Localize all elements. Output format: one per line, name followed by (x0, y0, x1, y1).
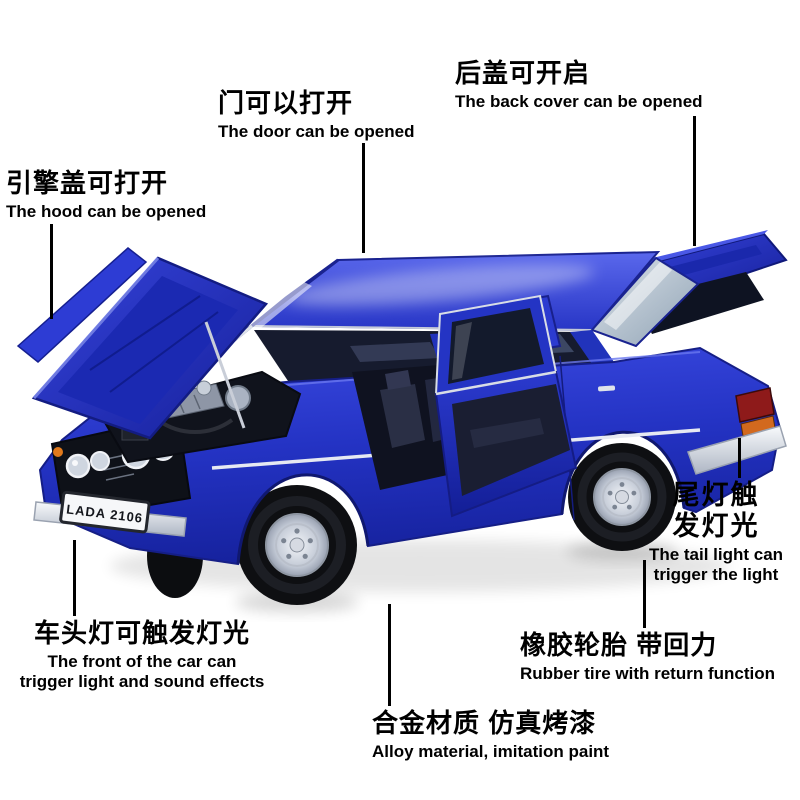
callout-material-zh: 合金材质 仿真烤漆 (372, 708, 597, 738)
engine-carburetor (196, 380, 212, 396)
callout-trunk-en: The back cover can be opened (455, 91, 703, 111)
callout-hood-en: The hood can be opened (6, 201, 207, 221)
front-seat (380, 384, 425, 448)
rear-bumper (687, 425, 787, 475)
callout-tail-line (738, 438, 741, 478)
callout-tail-en-1: The tail light can (648, 545, 784, 565)
callout-tail: 尾灯触 发灯光 The tail light can trigger the l… (640, 480, 792, 585)
open-door-armrest (470, 418, 544, 448)
callout-door-line (362, 143, 365, 253)
callout-front: 车头灯可触发灯光 The front of the car can trigge… (14, 618, 270, 692)
rear-window (590, 256, 700, 348)
c-pillar (570, 330, 614, 364)
hood-prop-rod (204, 321, 246, 429)
callout-trunk: 后盖可开启 The back cover can be opened (455, 58, 703, 112)
front-wheel-bolts (281, 528, 313, 559)
license-plate: LADA 2106 (59, 490, 151, 534)
callout-tire-line (643, 560, 646, 628)
callout-door-en: The door can be opened (218, 121, 415, 141)
callout-tail-en-2: trigger the light (653, 565, 779, 585)
callout-tire-en: Rubber tire with return function (520, 663, 775, 683)
callout-hood-zh: 引擎盖可打开 (6, 168, 169, 198)
seat-headrest (385, 370, 411, 390)
callout-trunk-zh: 后盖可开启 (455, 58, 591, 88)
callout-hood: 引擎盖可打开 The hood can be opened (6, 168, 206, 222)
callout-front-zh: 车头灯可触发灯光 (33, 618, 250, 648)
headlight-far-pair (65, 451, 110, 479)
open-door-glass (448, 308, 544, 384)
callout-tire-zh: 橡胶轮胎 带回力 (520, 630, 718, 660)
tail-light (735, 387, 776, 437)
rear-hub-cap (615, 490, 629, 504)
front-wheel (237, 485, 357, 605)
hood-inner-panel (58, 276, 238, 424)
turn-signal-far (53, 447, 63, 457)
callout-front-en-2: trigger light and sound effects (19, 671, 265, 691)
callout-front-line (73, 540, 76, 616)
hood-edge-blade (16, 247, 148, 363)
engine-hose (156, 418, 234, 434)
open-door (434, 294, 578, 518)
rear-wheel (568, 443, 676, 551)
callout-material-en: Alloy material, imitation paint (372, 741, 610, 761)
callout-tail-zh-2: 发灯光 (672, 511, 760, 542)
trunk-cavity (634, 272, 764, 334)
rear-wheel-bolts (607, 482, 637, 510)
callout-material: 合金材质 仿真烤漆 Alloy material, imitation pain… (372, 708, 609, 762)
callout-door-zh: 门可以打开 (218, 88, 354, 118)
callout-door: 门可以打开 The door can be opened (218, 88, 414, 142)
rear-door-handle (598, 385, 616, 392)
callout-hood-line (50, 224, 53, 319)
callout-trunk-line (693, 116, 696, 246)
front-fender-lip (236, 473, 370, 565)
roof-glare (285, 264, 595, 306)
callout-material-line (388, 604, 391, 706)
callout-tail-zh-1: 尾灯触 (672, 480, 760, 510)
callout-front-en-1: The front of the car can (47, 651, 237, 671)
hood-open-panel (31, 256, 269, 440)
callout-tire: 橡胶轮胎 带回力 Rubber tire with return functio… (520, 630, 775, 684)
front-hub-cap (289, 537, 305, 553)
